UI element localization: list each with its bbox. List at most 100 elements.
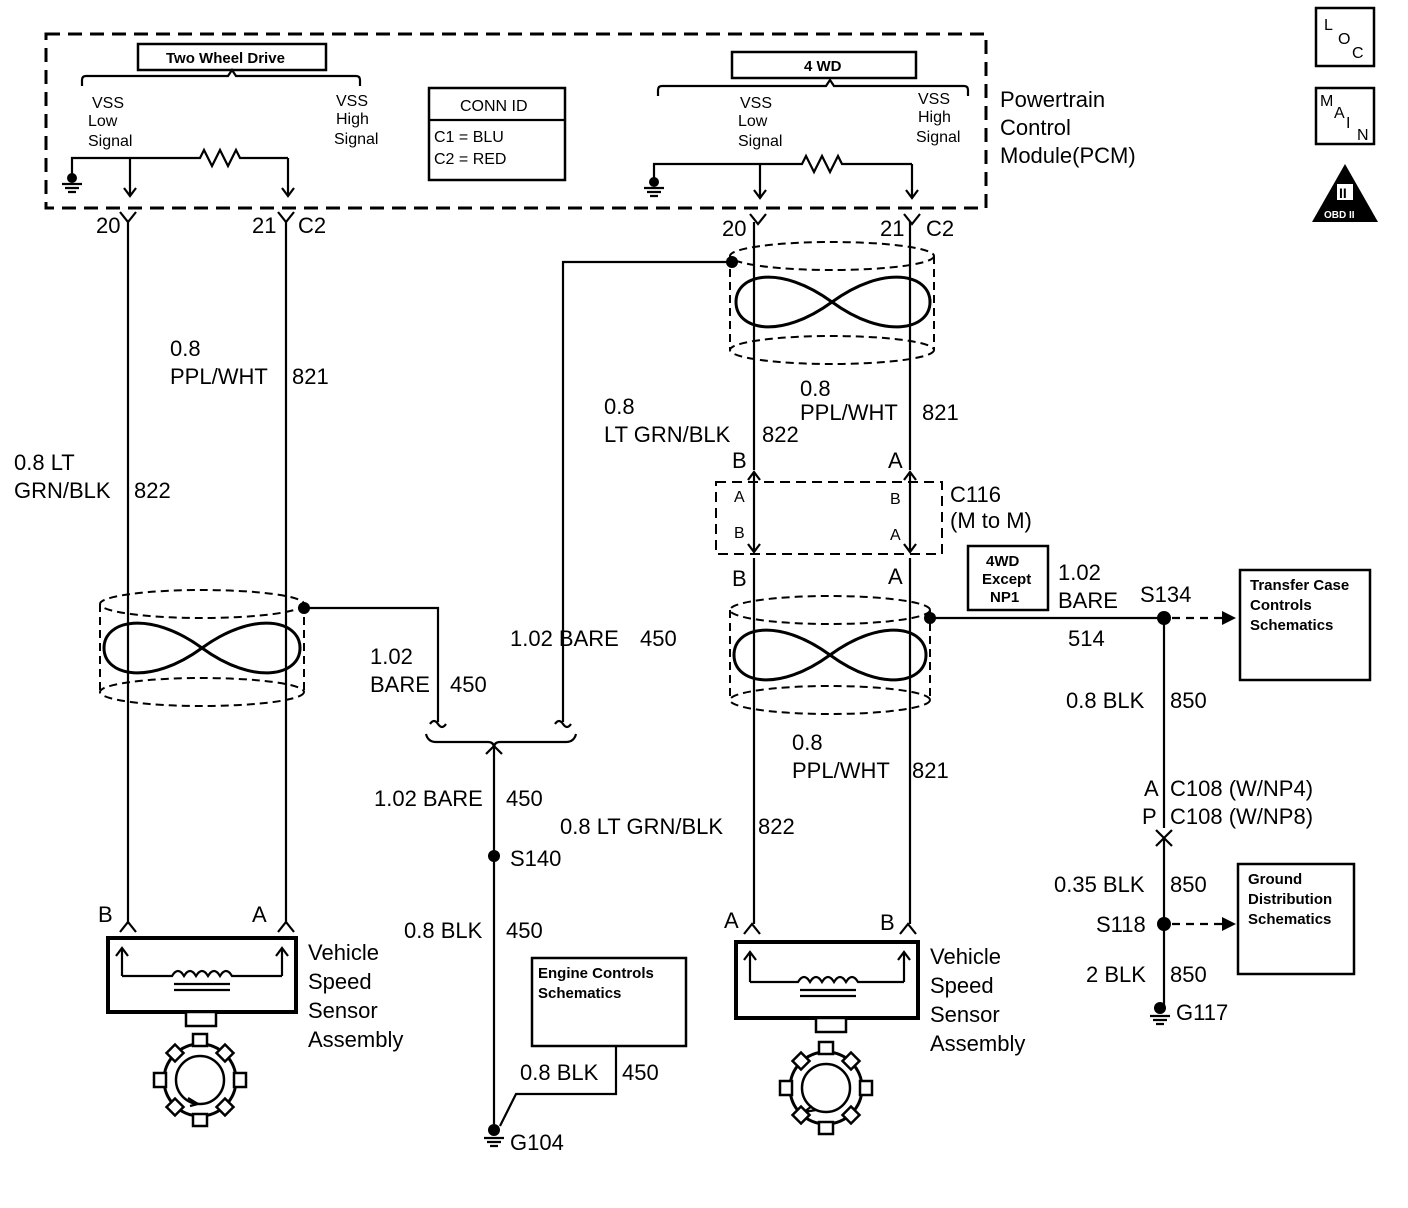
diagram-label: 821 [912, 758, 949, 783]
diagram-label: C2 = RED [434, 151, 506, 168]
diagram-label: A [888, 448, 903, 473]
diagram-label: 450 [450, 672, 487, 697]
loc-icon[interactable]: L O C [1314, 6, 1376, 68]
diagram-label: GRN/BLK [14, 478, 111, 503]
diagram-label: Signal [88, 133, 132, 150]
diagram-label: PPL/WHT [170, 364, 268, 389]
diagram-label: II [1339, 185, 1347, 201]
diagram-label: 21 [880, 216, 904, 241]
diagram-label: 822 [134, 478, 171, 503]
diagram-label: A [734, 489, 745, 506]
diagram-label: CONN ID [460, 98, 528, 115]
diagram-label: PPL/WHT [792, 758, 890, 783]
diagram-label: 822 [762, 422, 799, 447]
diagram-label: C1 = BLU [434, 129, 504, 146]
diagram-label: 850 [1170, 688, 1207, 713]
diagram-label: 0.8 [800, 376, 831, 401]
diagram-label: N [1357, 127, 1369, 144]
diagram-label: Ground [1248, 871, 1302, 888]
diagram-label: Signal [916, 129, 960, 146]
diagram-label: Schematics [1248, 911, 1331, 928]
diagram-label: BARE [370, 672, 430, 697]
diagram-label: 1.02 [370, 644, 413, 669]
diagram-label: 0.8 BLK [520, 1060, 599, 1085]
diagram-label: Controls [1250, 597, 1312, 614]
sensor-label-left: Vehicle Speed Sensor Assembly [308, 940, 403, 1052]
diagram-label: Assembly [930, 1031, 1025, 1056]
diagram-label: Low [738, 113, 768, 130]
diagram-label: Vehicle [930, 944, 1001, 969]
diagram-label: L [1324, 17, 1333, 34]
two-wheel-drive-label: Two Wheel Drive [166, 50, 285, 67]
diagram-label: High [336, 111, 369, 128]
diagram-label: B [880, 910, 895, 935]
four-wd-except-np1-note [966, 544, 1050, 612]
conn-id-box [427, 86, 567, 182]
diagram-label: S140 [510, 846, 561, 871]
ground-symbol-g117 [1150, 1002, 1170, 1026]
diagram-label: 1.02 BARE [510, 626, 619, 651]
diagram-label: B [732, 566, 747, 591]
diagram-label: C108 (W/NP8) [1170, 804, 1313, 829]
diagram-label: 822 [758, 814, 795, 839]
ground-symbol [62, 173, 82, 194]
diagram-label: 4WD [986, 553, 1020, 570]
diagram-label: 450 [640, 626, 677, 651]
diagram-label: A [888, 564, 903, 589]
diagram-label: 450 [622, 1060, 659, 1085]
diagram-label: 0.35 BLK [1054, 872, 1145, 897]
diagram-label: B [98, 902, 113, 927]
diagram-label: PPL/WHT [800, 400, 898, 425]
diagram-label: Schematics [1250, 617, 1333, 634]
ground-symbol [644, 177, 664, 198]
diagram-label: Signal [738, 133, 782, 150]
diagram-label: O [1338, 31, 1350, 48]
ground-distribution-schematics-link[interactable] [1236, 862, 1356, 976]
diagram-label: Control [1000, 115, 1071, 140]
diagram-label: 0.8 BLK [1066, 688, 1145, 713]
diagram-label: Schematics [538, 985, 621, 1002]
ground-symbol-g104 [484, 1124, 504, 1148]
diagram-label: Signal [334, 131, 378, 148]
pcm-boundary [44, 32, 988, 210]
diagram-label: P [1142, 804, 1157, 829]
diagram-label: Low [88, 113, 118, 130]
diagram-label: VSS [336, 93, 368, 110]
diagram-label: I [1346, 115, 1350, 132]
diagram-label: VSS [92, 95, 124, 112]
diagram-label: 0.8 LT GRN/BLK [560, 814, 723, 839]
shield-twisted-pair-lower-right [729, 595, 931, 715]
diagram-label: 1.02 [1058, 560, 1101, 585]
engine-controls-schematics-link[interactable] [530, 956, 688, 1048]
diagram-label: Distribution [1248, 891, 1332, 908]
diagram-label: S118 [1096, 912, 1146, 937]
diagram-label: 21 [252, 213, 276, 238]
obd-ii-icon[interactable]: II OBD II [1312, 164, 1378, 222]
pcm-label: Powertrain Control Module(PCM) [1000, 87, 1136, 168]
diagram-label: C116 [950, 482, 1001, 507]
four-wd-label: 4 WD [804, 58, 842, 75]
diagram-label: 450 [506, 918, 543, 943]
shield-twisted-pair-left [99, 589, 305, 707]
reluctor-wheel-left [152, 1032, 248, 1128]
diagram-label: LT GRN/BLK [604, 422, 731, 447]
diagram-label: B [732, 448, 747, 473]
four-wd-header [730, 50, 918, 80]
diagram-label: B [890, 491, 901, 508]
diagram-label: A [1144, 776, 1159, 801]
diagram-label: 1.02 BARE [374, 786, 483, 811]
diagram-label: 0.8 BLK [404, 918, 483, 943]
diagram-label: 850 [1170, 872, 1207, 897]
diagram-label: G117 [1176, 1000, 1228, 1025]
diagram-label: 20 [722, 216, 746, 241]
diagram-label: C [1352, 45, 1364, 62]
diagram-label: 2 BLK [1086, 962, 1146, 987]
diagram-label: 850 [1170, 962, 1207, 987]
main-icon[interactable]: M A I N [1314, 86, 1376, 146]
diagram-label: 0.8 [604, 394, 635, 419]
transfer-case-controls-schematics-link[interactable] [1238, 568, 1372, 682]
diagram-label: B [734, 525, 745, 542]
reluctor-wheel-right [778, 1040, 874, 1136]
